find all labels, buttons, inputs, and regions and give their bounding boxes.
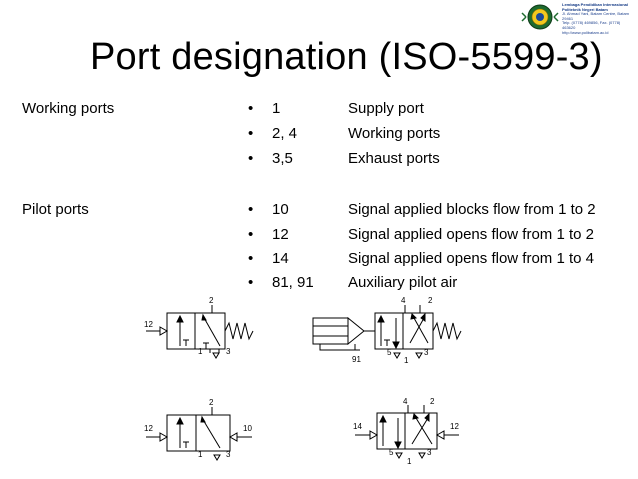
port-label: 2: [209, 398, 214, 407]
port-label: 5: [387, 348, 392, 357]
valve-5-2-double-pilot-symbol: 14 12 4 2 5 1 3: [353, 397, 459, 466]
valve-5-2-aux-pilot-symbol: 4 2 5 1 3 91: [312, 296, 462, 365]
valve-3-2-pilot-spring-symbol: 12 2 1 3: [144, 296, 254, 359]
bullet: •: [248, 250, 254, 267]
port-label: 1: [198, 347, 203, 356]
port-description: Exhaust ports: [348, 150, 440, 167]
port-description: Signal applied opens flow from 1 to 4: [348, 250, 594, 267]
port-code: 14: [272, 250, 289, 267]
port-label: 1: [407, 457, 412, 466]
org-line: Lembaga Pendidikan Internasional: [562, 2, 629, 7]
port-label: 10: [243, 424, 252, 433]
port-description: Auxiliary pilot air: [348, 274, 458, 291]
port-label: 12: [144, 320, 153, 329]
org-line: http://www.polibatam.ac.id: [562, 29, 609, 35]
port-code: 81, 91: [272, 274, 314, 291]
port-label: 3: [226, 450, 231, 459]
port-label: 2: [428, 296, 433, 305]
port-label: 2: [430, 397, 435, 406]
org-line: Telp. (0778) 469856, Fax. (0778) 463620: [562, 20, 621, 30]
bullet: •: [248, 274, 254, 291]
port-description: Working ports: [348, 125, 441, 142]
port-code: 1: [272, 100, 281, 117]
port-label: 3: [427, 448, 432, 457]
port-code: 10: [272, 201, 289, 218]
port-label: 4: [403, 397, 408, 406]
port-label: 4: [401, 296, 406, 305]
port-label: 12: [450, 422, 459, 431]
port-label: 5: [389, 448, 394, 457]
port-label: 3: [424, 348, 429, 357]
bullet: •: [248, 201, 254, 218]
port-label: 1: [198, 450, 203, 459]
port-code: 2, 4: [272, 125, 298, 142]
bullet: •: [248, 100, 254, 117]
port-label: 1: [404, 356, 409, 365]
section-label-pilot-ports: Pilot ports: [22, 201, 89, 218]
port-label: 2: [209, 296, 214, 305]
port-description: Supply port: [348, 100, 424, 117]
institution-emblem-icon: [521, 4, 559, 30]
valve-3-2-double-pilot-symbol: 12 10 2 1 3: [144, 398, 252, 461]
port-code: 3,5: [272, 150, 293, 167]
org-line: Jl. Ahmad Yani, Batam Centre, Batam 2946…: [562, 11, 629, 21]
port-description: Signal applied blocks flow from 1 to 2: [348, 201, 596, 218]
port-label: 3: [226, 347, 231, 356]
bullet: •: [248, 226, 254, 243]
port-label: 12: [144, 424, 153, 433]
institution-header: Lembaga Pendidikan Internasional Politek…: [562, 2, 634, 35]
org-line: Politeknik Negeri Batam: [562, 6, 608, 12]
bullet: •: [248, 150, 254, 167]
bullet: •: [248, 125, 254, 142]
port-label: 91: [352, 355, 361, 364]
page-title: Port designation (ISO-5599-3): [90, 36, 603, 78]
port-description: Signal applied opens flow from 1 to 2: [348, 226, 594, 243]
port-code: 12: [272, 226, 289, 243]
port-label: 14: [353, 422, 362, 431]
section-label-working-ports: Working ports: [22, 100, 115, 117]
